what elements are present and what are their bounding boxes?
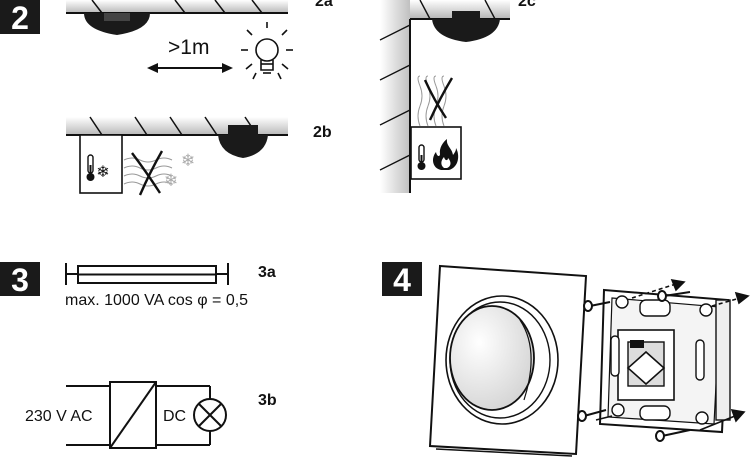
thermometer-icon	[417, 144, 426, 170]
snowflake-icon: ❄	[181, 151, 195, 170]
lamp-symbol-icon	[193, 398, 227, 432]
cross-out-icon	[131, 150, 164, 196]
label-2c: 2c	[518, 0, 536, 10]
dc-output-label: DC	[163, 408, 186, 425]
mounting-arrows-icon	[595, 278, 750, 431]
wall-plate-icon	[428, 264, 588, 457]
step-3-number: 3	[11, 262, 29, 298]
distance-arrow-icon	[147, 63, 233, 73]
heat-waves-icon	[417, 75, 447, 127]
screw-icon	[577, 290, 691, 442]
flame-icon	[433, 139, 459, 170]
cross-out-icon	[423, 77, 454, 121]
light-bulb-icon	[241, 22, 293, 80]
label-3b: 3b	[258, 392, 277, 409]
snowflake-icon: ❄	[96, 164, 109, 181]
panel-2a: >1m 2a	[66, 0, 333, 80]
panel-2b: ❄ ❄ ❄ 2b	[66, 116, 332, 196]
ceiling-sensor-icon	[218, 125, 268, 158]
fluorescent-tube-icon	[65, 263, 229, 285]
step-3-badge: 3	[0, 262, 40, 298]
panel-3b: 230 V AC DC 3b	[25, 381, 277, 449]
step-4-badge: 4	[382, 262, 422, 298]
panel-4	[428, 264, 750, 457]
ceiling-sensor-icon	[432, 11, 500, 42]
panel-3a: 3a max. 1000 VA cos φ = 0,5	[65, 263, 276, 309]
label-2a: 2a	[315, 0, 333, 10]
dimmer-insert-icon	[598, 288, 731, 434]
distance-label: >1m	[168, 36, 209, 59]
label-3a: 3a	[258, 264, 276, 281]
ceiling-sensor-icon	[84, 13, 150, 35]
panel-2c: 2c	[379, 0, 536, 193]
step-2-number: 2	[11, 0, 29, 36]
step-2-badge: 2	[0, 0, 40, 36]
snowflake-icon: ❄	[164, 171, 178, 190]
label-2b: 2b	[313, 124, 332, 141]
step-4-number: 4	[393, 262, 411, 298]
thermometer-icon	[86, 154, 95, 181]
ac-input-label: 230 V AC	[25, 408, 93, 425]
max-power-text: max. 1000 VA cos φ = 0,5	[65, 292, 248, 309]
transformer-icon	[66, 381, 211, 449]
